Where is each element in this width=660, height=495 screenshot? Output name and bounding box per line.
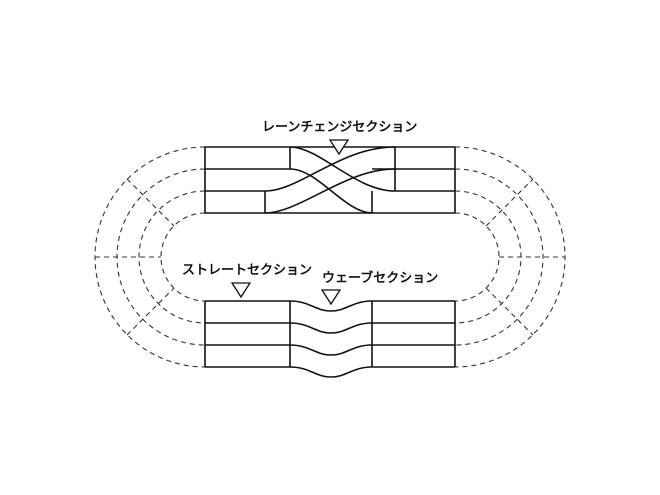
- curve-sections: [94, 146, 566, 368]
- left-curve-ring-3: [138, 190, 206, 324]
- right-curve-ring-inner: [454, 212, 500, 302]
- wave-section-line: [289, 344, 373, 356]
- wave-section-line: [289, 322, 373, 334]
- top-lanes-outline: [204, 146, 456, 214]
- left-curve-divider: [126, 287, 175, 336]
- right-curve-divider: [485, 287, 534, 336]
- wave-section-line: [289, 300, 373, 312]
- left-curve-divider: [126, 178, 175, 227]
- lane-change-curve: [289, 146, 396, 192]
- bottom-sections: [204, 300, 456, 378]
- straight-marker-triangle: [230, 282, 252, 299]
- right-curve-divider: [485, 178, 534, 227]
- wave-label: ウェーブセクション: [322, 270, 438, 286]
- lane-change-label: レーンチェンジセクション: [262, 120, 417, 135]
- left-curve-ring-inner: [160, 212, 206, 302]
- right-curve-ring-2: [454, 168, 544, 346]
- lane-change-section: [204, 146, 456, 214]
- straight-section-right: [371, 300, 456, 368]
- wave-section-line: [289, 366, 373, 378]
- lane-change-curve: [264, 168, 396, 214]
- straight-section-left: [204, 300, 291, 368]
- wave-marker-triangle: [320, 289, 342, 306]
- lane-change-curve: [289, 168, 373, 214]
- lane-change-marker-triangle: [328, 139, 350, 156]
- lane-change-curve: [264, 146, 396, 192]
- straight-label: ストレートセクション: [182, 263, 312, 278]
